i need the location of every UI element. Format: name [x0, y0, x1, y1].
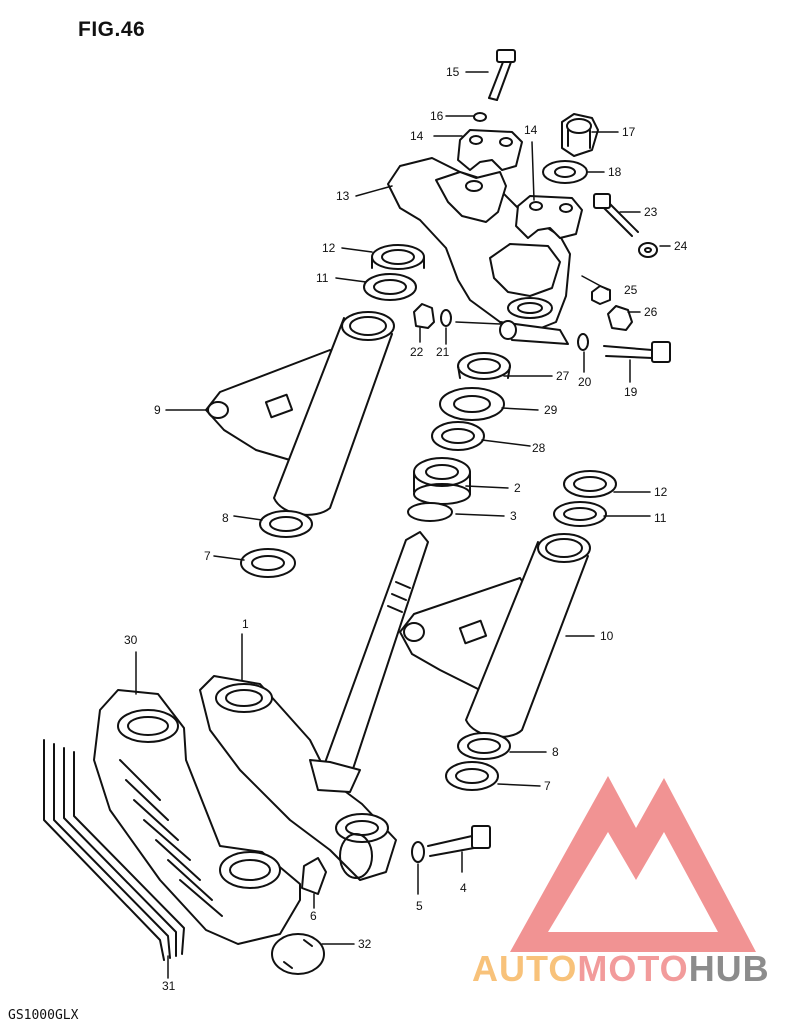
callout-label: 21 [436, 345, 450, 359]
callout-label: 5 [416, 899, 423, 913]
cover-30 [93, 689, 301, 945]
callout-label: 7 [544, 779, 551, 793]
callout-labels: 1 2 3 4 5 6 7 7 8 8 9 10 11 11 12 12 13 … [124, 65, 688, 993]
wire-harness-31 [43, 739, 185, 961]
callout-label: 24 [674, 239, 688, 253]
seal-11-left [363, 273, 417, 301]
washer-18 [542, 160, 588, 184]
callout-label: 31 [162, 979, 176, 993]
bolt-19 [603, 341, 671, 363]
bearing-28 [431, 421, 485, 451]
steering-stem-1 [199, 531, 429, 881]
callout-label: 16 [430, 109, 444, 123]
washer-16 [473, 112, 487, 122]
cap-nut-26 [607, 305, 633, 331]
callout-label: 8 [552, 745, 559, 759]
fork-bracket-10 [399, 533, 591, 738]
figure-title: FIG.46 [78, 18, 146, 41]
callout-label: 1 [242, 617, 249, 631]
callout-label: 14 [410, 129, 424, 143]
callout-label: 12 [654, 485, 668, 499]
cap-32 [271, 933, 325, 975]
callout-label: 6 [310, 909, 317, 923]
leader-lines [135, 71, 671, 979]
washer-5 [411, 841, 425, 863]
model-code: GS1000GLX [8, 1008, 79, 1023]
cap-nut-17 [561, 113, 599, 157]
callout-label: 26 [644, 305, 658, 319]
callout-label: 14 [524, 123, 538, 137]
callout-label: 10 [600, 629, 614, 643]
nut-27 [457, 352, 511, 380]
bolt-4 [427, 825, 491, 857]
bolt-23 [593, 193, 639, 237]
callout-label: 2 [514, 481, 521, 495]
seal-7-left [240, 548, 296, 578]
callout-label: 30 [124, 633, 138, 647]
watermark-moto: MOTO [577, 948, 689, 989]
bearing-2 [413, 457, 471, 505]
callout-label: 3 [510, 509, 517, 523]
callout-label: 22 [410, 345, 424, 359]
cap-nut-22 [413, 303, 435, 329]
callout-label: 27 [556, 369, 570, 383]
seal-12-right [563, 470, 617, 498]
callout-label: 9 [154, 403, 161, 417]
callout-label: 20 [578, 375, 592, 389]
nut-25 [591, 285, 611, 305]
dust-seal-29 [439, 387, 505, 421]
seal-8-left [259, 510, 313, 538]
upper-bracket-13 [387, 157, 571, 345]
callout-label: 11 [316, 271, 329, 285]
callout-label: 29 [544, 403, 558, 417]
washer-24 [638, 242, 658, 258]
bolt-15 [488, 49, 516, 101]
callout-label: 7 [204, 549, 211, 563]
callout-label: 11 [654, 511, 667, 525]
callout-label: 32 [358, 937, 372, 951]
callout-label: 4 [460, 881, 467, 895]
callout-label: 12 [322, 241, 336, 255]
callout-label: 25 [624, 283, 638, 297]
callout-label: 15 [446, 65, 460, 79]
callout-label: 13 [336, 189, 350, 203]
handlebar-holder-14-lower [515, 195, 583, 239]
watermark-logo [510, 776, 756, 952]
seal-11-right [553, 501, 607, 527]
seal-12-left [371, 244, 425, 270]
callout-label: 19 [624, 385, 638, 399]
clip-6 [301, 857, 327, 895]
seal-8-right [457, 732, 511, 760]
ring-3 [407, 502, 453, 522]
watermark-wordmark: AUTOMOTOHUB [472, 948, 770, 990]
lock-washer-21 [440, 309, 452, 327]
seal-7-right [445, 761, 499, 791]
callout-label: 8 [222, 511, 229, 525]
fork-bracket-9 [205, 311, 395, 516]
callout-label: 28 [532, 441, 546, 455]
callout-label: 17 [622, 125, 636, 139]
watermark-auto: AUTO [472, 948, 578, 989]
callout-label: 23 [644, 205, 658, 219]
washer-20 [577, 333, 589, 351]
watermark-hub: HUB [688, 948, 770, 989]
handlebar-holder-14-upper [457, 129, 523, 171]
callout-label: 18 [608, 165, 622, 179]
